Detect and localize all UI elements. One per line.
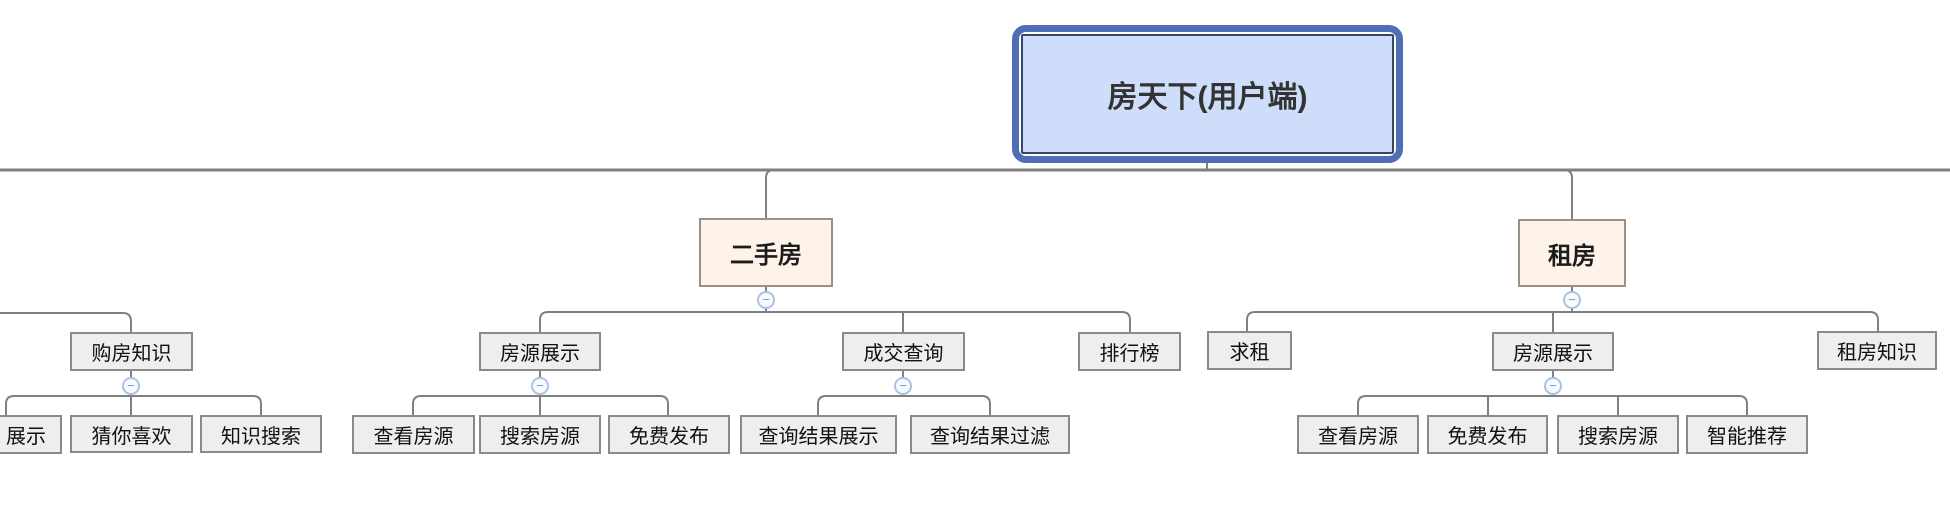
topic-node-display-partial[interactable]: 展示	[0, 415, 62, 454]
topic-node-query-result-display[interactable]: 查询结果展示	[740, 415, 897, 454]
collapse-icon-rent[interactable]: −	[1563, 291, 1581, 309]
connector-dealquery-rail	[817, 395, 991, 415]
collapse-icon-buy-knowledge[interactable]: −	[122, 377, 140, 395]
topic-node-listing-display-left[interactable]: 房源展示	[479, 332, 601, 371]
topic-node-seek-rent[interactable]: 求租	[1207, 331, 1292, 370]
collapse-icon-listing-left[interactable]: −	[531, 377, 549, 395]
connector-left-branch	[0, 312, 132, 332]
topic-node-smart-recommend[interactable]: 智能推荐	[1686, 415, 1808, 454]
topic-node-guess-you-like[interactable]: 猜你喜欢	[70, 415, 193, 453]
collapse-icon-secondhand[interactable]: −	[757, 291, 775, 309]
topic-node-free-post-left[interactable]: 免费发布	[608, 415, 730, 454]
connector-listing-right-rail	[1357, 395, 1748, 415]
collapse-icon-listing-right[interactable]: −	[1544, 377, 1562, 395]
connector-rent-rail	[1246, 311, 1879, 332]
topic-node-search-listings-left[interactable]: 搜索房源	[479, 415, 601, 454]
topic-node-listing-display-right[interactable]: 房源展示	[1492, 332, 1614, 371]
connector-listing-left-rail	[412, 395, 669, 415]
connector-buyknowledge-rail	[5, 395, 262, 415]
topic-node-view-listings-left[interactable]: 查看房源	[352, 415, 475, 454]
topic-node-free-post-right[interactable]: 免费发布	[1427, 415, 1548, 454]
topic-node-knowledge-search[interactable]: 知识搜索	[200, 415, 322, 453]
topic-node-buy-knowledge[interactable]: 购房知识	[70, 332, 193, 371]
topic-node-search-listings-right[interactable]: 搜索房源	[1557, 415, 1679, 454]
connector-root-to-rent	[1563, 169, 1573, 219]
branch-node-secondhand-house[interactable]: 二手房	[699, 218, 833, 287]
topic-node-deal-query[interactable]: 成交查询	[842, 332, 965, 371]
connector-secondhand-rail	[539, 311, 1131, 332]
connector-root-to-secondhand	[765, 169, 775, 218]
branch-node-rent[interactable]: 租房	[1518, 219, 1626, 287]
collapse-icon-deal-query[interactable]: −	[894, 377, 912, 395]
topic-node-ranking[interactable]: 排行榜	[1078, 332, 1181, 371]
topic-node-view-listings-right[interactable]: 查看房源	[1297, 415, 1419, 454]
root-node-label: 房天下(用户端)	[1021, 34, 1394, 154]
topic-node-query-result-filter[interactable]: 查询结果过滤	[910, 415, 1070, 454]
root-node[interactable]: 房天下(用户端)	[1012, 25, 1403, 163]
topic-node-rent-knowledge[interactable]: 租房知识	[1817, 331, 1937, 370]
